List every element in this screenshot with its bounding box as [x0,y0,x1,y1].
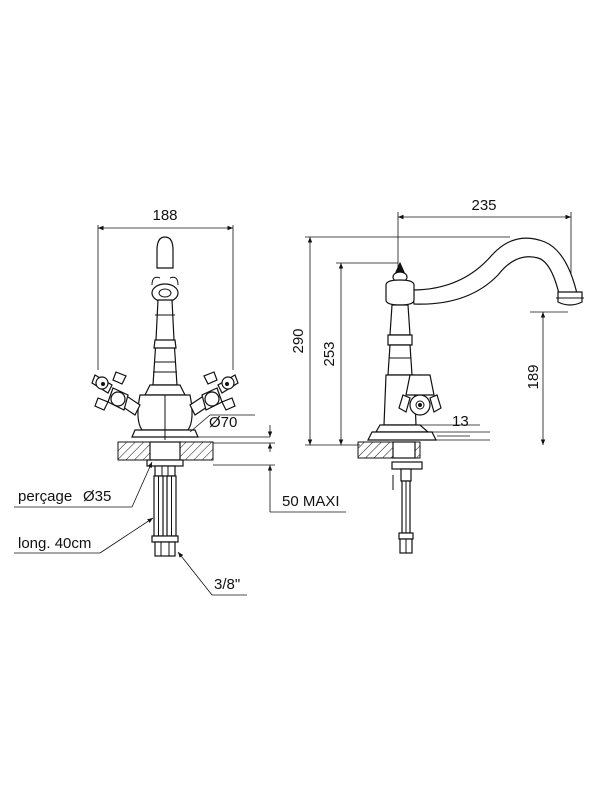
side-deck [357,441,421,459]
hose-length-label: long. 40cm [18,535,91,552]
side-total-height-dimension: 290 [290,236,510,446]
hole-label: perçage [18,488,72,505]
front-mounting-shank [146,459,184,477]
thread-callout: 3/8" [177,551,247,596]
front-left-handle [91,371,141,416]
thread-label: 3/8" [214,576,240,593]
side-base-height-label: 13 [452,413,469,430]
front-base-diameter-label: Ø70 [209,414,237,431]
hole-diameter-label: Ø35 [83,488,111,505]
side-body-height-label: 253 [321,341,338,366]
front-width-dimension: 188 [97,207,234,370]
hose-length-callout: long. 40cm [14,517,154,554]
front-base-level-ticks [195,425,273,438]
front-base-diameter: Ø70 [189,414,255,433]
front-view: 188 [14,207,346,596]
side-base: 13 [367,413,490,441]
front-right-handle [189,371,239,416]
side-spout-height-label: 189 [525,364,542,389]
hole-diameter-callout: perçage Ø35 [14,461,153,508]
front-spout [151,236,179,303]
side-reach-label: 235 [471,197,496,214]
deck-max-label: 50 MAXI [282,493,340,510]
side-spout-height-dimension: 189 [525,311,568,445]
side-handle [398,374,442,416]
side-shank-hose [391,461,423,554]
side-total-height-label: 290 [290,328,307,353]
side-body-height-dimension: 253 [321,262,398,445]
front-width-label: 188 [152,207,177,224]
side-body-column [383,261,417,426]
front-deck: 50 MAXI [117,441,346,513]
side-view: 235 290 253 189 [290,197,584,554]
side-spout [411,237,584,306]
front-lower-body [131,394,199,440]
front-body-column [144,299,186,396]
front-hoses [151,475,179,557]
